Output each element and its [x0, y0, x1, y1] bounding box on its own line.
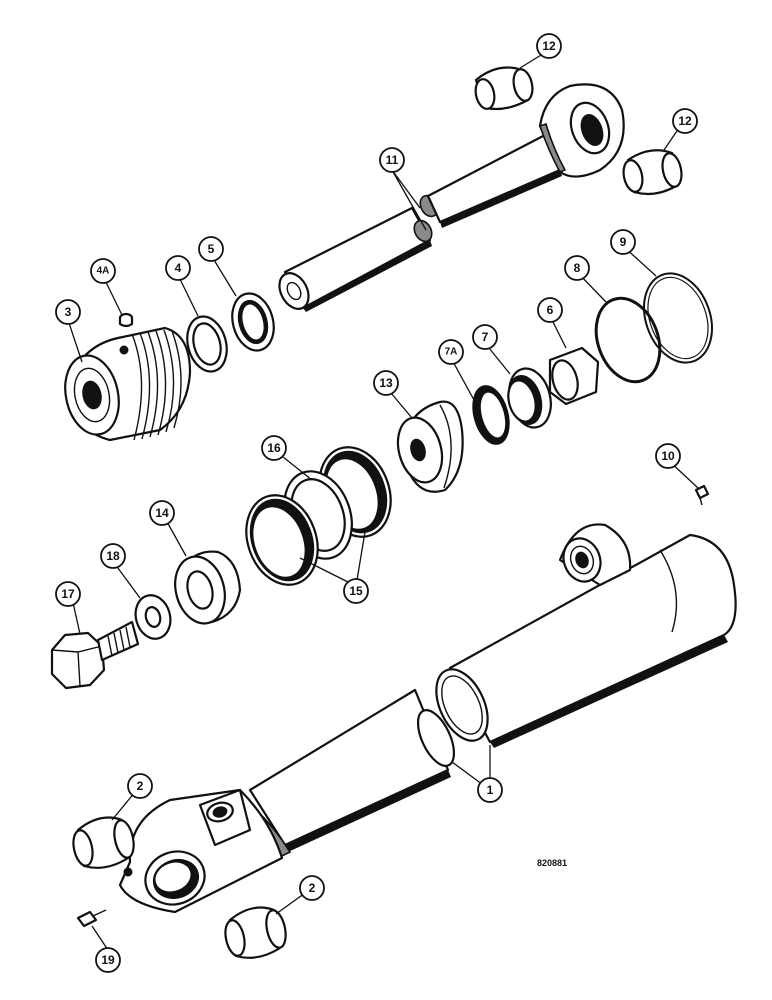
- svg-text:15: 15: [349, 584, 363, 598]
- clevis-bushing: [72, 816, 135, 869]
- svg-text:1: 1: [487, 783, 494, 797]
- svg-text:12: 12: [542, 39, 556, 53]
- bolt: [50, 620, 140, 690]
- callout-2: 2: [299, 875, 325, 901]
- svg-text:11: 11: [386, 153, 399, 167]
- backup-ring-large: [643, 272, 713, 364]
- cylinder-barrel: [118, 523, 737, 914]
- plug: [118, 312, 134, 328]
- svg-text:4A: 4A: [97, 266, 110, 277]
- svg-text:12: 12: [678, 114, 692, 128]
- o-ring-large: [594, 296, 662, 384]
- svg-text:7: 7: [482, 330, 489, 344]
- svg-text:13: 13: [379, 376, 393, 390]
- svg-text:7A: 7A: [445, 347, 458, 358]
- piston-spacer: [174, 550, 242, 625]
- svg-text:16: 16: [267, 441, 281, 455]
- eye-bushing: [622, 149, 683, 196]
- svg-text:5: 5: [208, 242, 215, 256]
- callout-12: 12: [672, 108, 698, 134]
- callout-12: 12: [536, 33, 562, 59]
- svg-text:9: 9: [620, 235, 627, 249]
- callout-7a: 7A: [438, 339, 464, 365]
- o-ring: [472, 385, 510, 445]
- callout-14: 14: [149, 500, 175, 526]
- wiper-seal: [186, 315, 228, 373]
- callout-6: 6: [537, 297, 563, 323]
- svg-text:19: 19: [101, 953, 115, 967]
- rod-seal: [231, 292, 275, 352]
- svg-text:8: 8: [574, 261, 581, 275]
- washer: [134, 594, 172, 640]
- rod-cut-face: [413, 219, 433, 243]
- callout-17: 17: [55, 581, 81, 607]
- rod-guide: [64, 326, 192, 442]
- svg-text:17: 17: [61, 587, 75, 601]
- backup-ring: [507, 367, 552, 429]
- svg-text:10: 10: [661, 449, 675, 463]
- svg-text:3: 3: [65, 305, 72, 319]
- callout-11: 11: [379, 147, 405, 173]
- svg-text:14: 14: [155, 506, 169, 520]
- callout-16: 16: [261, 435, 287, 461]
- callout-18: 18: [100, 543, 126, 569]
- callout-9: 9: [610, 229, 636, 255]
- callout-1: 1: [477, 777, 503, 803]
- callout-5: 5: [198, 236, 224, 262]
- nut-seal: [548, 346, 600, 406]
- callout-10: 10: [655, 443, 681, 469]
- grease-fitting: [76, 909, 107, 928]
- eye-bushing: [474, 66, 534, 111]
- svg-text:4: 4: [175, 261, 182, 275]
- piston-rod: [278, 83, 625, 312]
- callout-19: 19: [95, 947, 121, 973]
- callout-4a: 4A: [90, 258, 116, 284]
- callout-3: 3: [55, 299, 81, 325]
- callout-15: 15: [343, 578, 369, 604]
- callout-7: 7: [472, 324, 498, 350]
- callout-2: 2: [127, 773, 153, 799]
- svg-text:2: 2: [309, 881, 316, 895]
- callout-4: 4: [165, 255, 191, 281]
- piston-ring: [245, 494, 319, 586]
- grease-fitting: [694, 484, 710, 506]
- svg-text:6: 6: [547, 303, 554, 317]
- callout-8: 8: [564, 255, 590, 281]
- callout-13: 13: [373, 370, 399, 396]
- svg-text:2: 2: [137, 779, 144, 793]
- clevis-bushing: [224, 906, 287, 959]
- drawing-number: 820881: [537, 858, 567, 868]
- piston: [396, 400, 464, 493]
- svg-text:18: 18: [106, 549, 120, 563]
